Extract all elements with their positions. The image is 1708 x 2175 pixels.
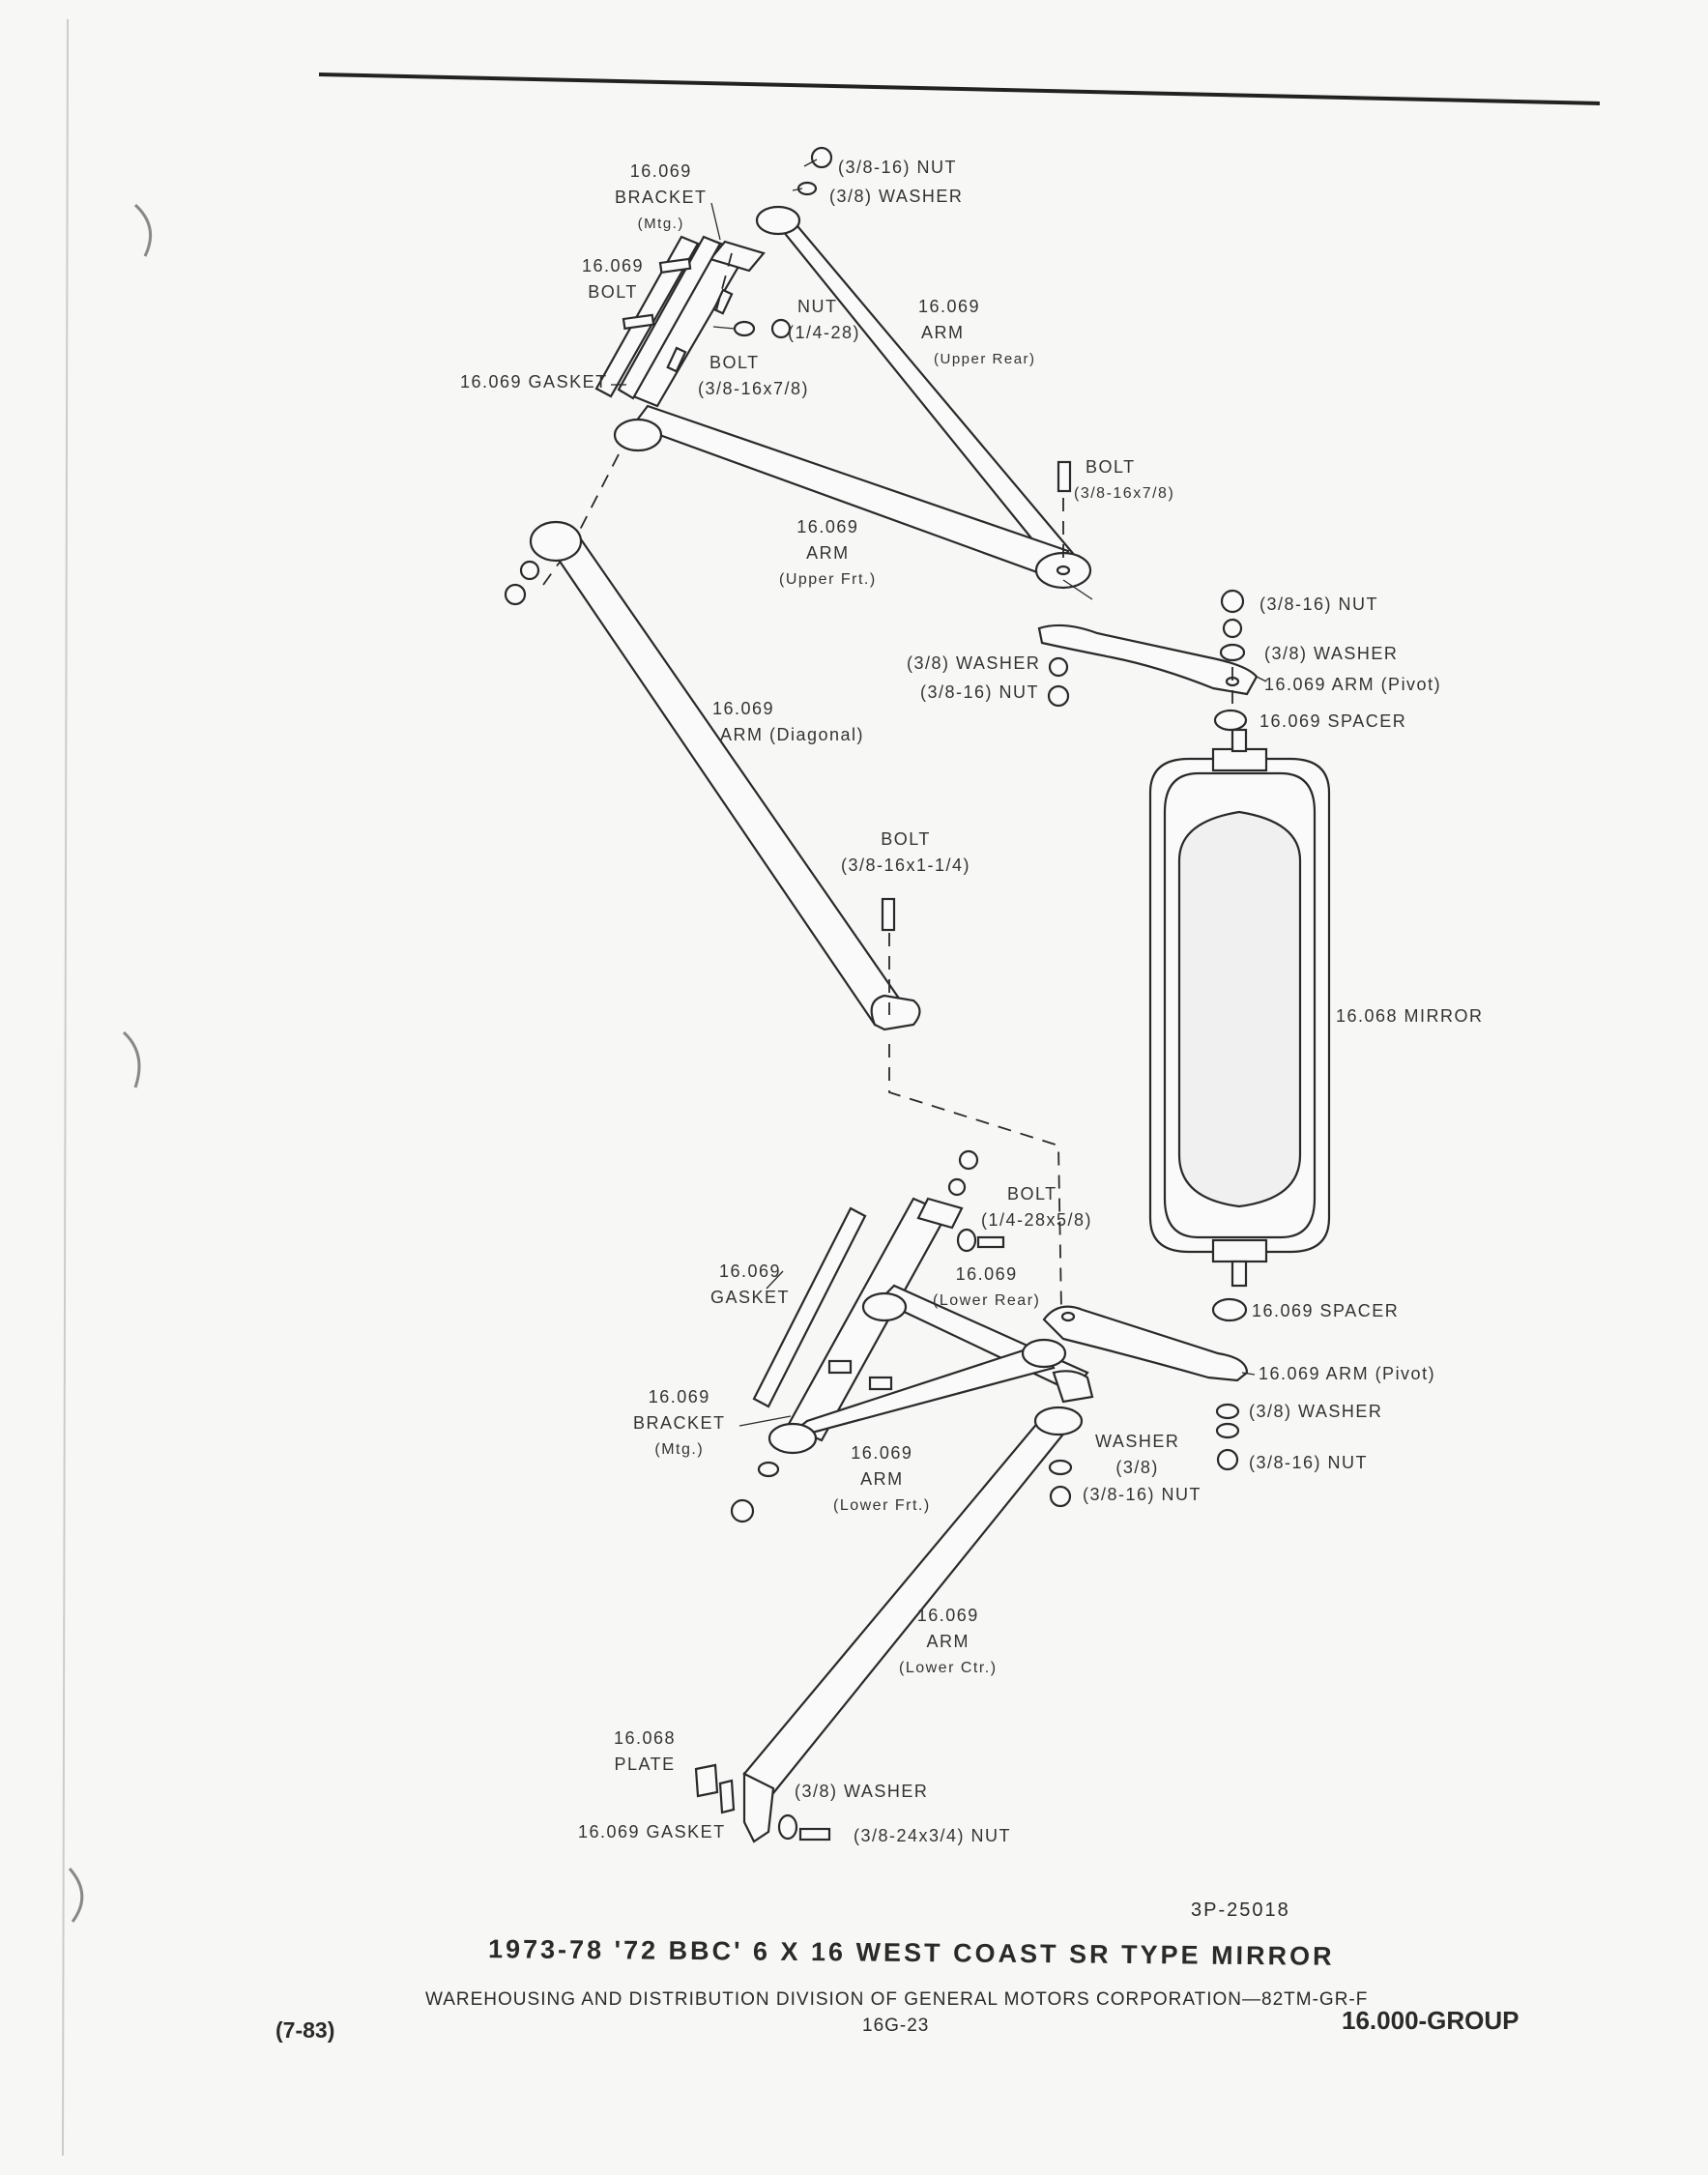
leader-lines <box>611 159 1267 1427</box>
label-upper-top-washer: (3/8) WASHER <box>829 187 964 206</box>
label-plate-nut: (3/8-24x3/4) NUT <box>854 1826 1012 1845</box>
label-upper-front-arm: 16.069 ARM (Upper Frt.) <box>779 517 877 588</box>
label-mirror: 16.068 MIRROR <box>1336 1006 1484 1026</box>
label-upper-bolt: 16.069 BOLT <box>582 256 645 302</box>
header-rule <box>318 72 1601 105</box>
binder-marks <box>68 203 153 1923</box>
label-upper-bracket: 16.069 BRACKET (Mtg.) <box>615 161 708 232</box>
page-edge-line <box>62 18 69 2157</box>
upper-pivot-arm <box>1037 624 1259 696</box>
label-small-nut: NUT (1/4-28) <box>788 297 861 342</box>
label-upper-rear-arm: 16.069 ARM (Upper Rear) <box>918 297 1036 367</box>
hardware <box>504 146 1248 1842</box>
label-pivot-arm-top: 16.069 ARM (Pivot) <box>1264 675 1442 694</box>
lower-pivot-arm <box>1042 1305 1249 1382</box>
label-spacer-top: 16.069 SPACER <box>1259 711 1407 731</box>
label-upper-gasket: 16.069 GASKET <box>460 372 608 392</box>
plate-gasket <box>718 1779 736 1814</box>
label-lower-rear-arm: 16.069 (Lower Rear) <box>933 1264 1041 1309</box>
label-lower-gasket: 16.069 GASKET <box>710 1262 791 1307</box>
label-plate-gasket: 16.069 GASKET <box>578 1822 726 1842</box>
label-lower-front-arm: 16.069 ARM (Lower Frt.) <box>833 1443 931 1514</box>
label-lower-bracket: 16.069 BRACKET (Mtg.) <box>633 1387 726 1458</box>
label-lower-washer: WASHER (3/8) <box>1095 1432 1180 1477</box>
label-pivot-washer-top: (3/8) WASHER <box>1264 644 1399 663</box>
footer-date: (7-83) <box>275 2017 335 2043</box>
lower-bracket <box>786 1197 964 1442</box>
label-diagonal-bolt: BOLT (3/8-16x1-1/4) <box>841 829 971 875</box>
assembly-lines <box>542 252 1233 1311</box>
page-number: 16G-23 <box>862 2016 930 2036</box>
label-pivot-nut-top: (3/8-16) NUT <box>1259 594 1379 614</box>
label-upper-top-nut: (3/8-16) NUT <box>838 158 958 177</box>
upper-front-arm <box>613 404 1092 590</box>
drawing-number: 3P-25018 <box>1191 1900 1290 1921</box>
lower-front-arm <box>767 1338 1067 1455</box>
group-label: 16.000-GROUP <box>1342 2006 1520 2035</box>
footer-publisher: WAREHOUSING AND DISTRIBUTION DIVISION OF… <box>425 1989 1369 2010</box>
label-plate: 16.068 PLATE <box>614 1728 677 1774</box>
label-lower-nut: (3/8-16) NUT <box>1083 1485 1202 1504</box>
label-spacer-bottom: 16.069 SPACER <box>1252 1301 1400 1320</box>
mirror-head <box>1148 728 1331 1288</box>
label-left-washer-top: (3/8) WASHER <box>907 653 1041 673</box>
label-pivot-washer-bottom: (3/8) WASHER <box>1249 1402 1383 1421</box>
label-lower-bolt: BOLT (1/4-28x5/8) <box>981 1184 1093 1230</box>
lower-gasket <box>752 1206 867 1408</box>
label-bracket-bolt: BOLT (3/8-16x7/8) <box>698 353 810 398</box>
label-lower-center-arm: 16.069 ARM (Lower Ctr.) <box>899 1606 998 1676</box>
label-left-nut-top: (3/8-16) NUT <box>920 682 1040 702</box>
label-pivot-nut-bottom: (3/8-16) NUT <box>1249 1453 1369 1472</box>
label-pivot-bolt-top: BOLT (3/8-16x7/8) <box>1074 457 1175 502</box>
lower-center-arm <box>742 1406 1084 1843</box>
label-plate-washer: (3/8) WASHER <box>795 1782 929 1801</box>
label-pivot-arm-bottom: 16.069 ARM (Pivot) <box>1259 1364 1436 1383</box>
diagonal-arm <box>529 520 921 1031</box>
plate <box>694 1763 719 1798</box>
upper-bracket <box>617 235 766 408</box>
label-diagonal-arm: 16.069 ARM (Diagonal) <box>712 699 865 744</box>
